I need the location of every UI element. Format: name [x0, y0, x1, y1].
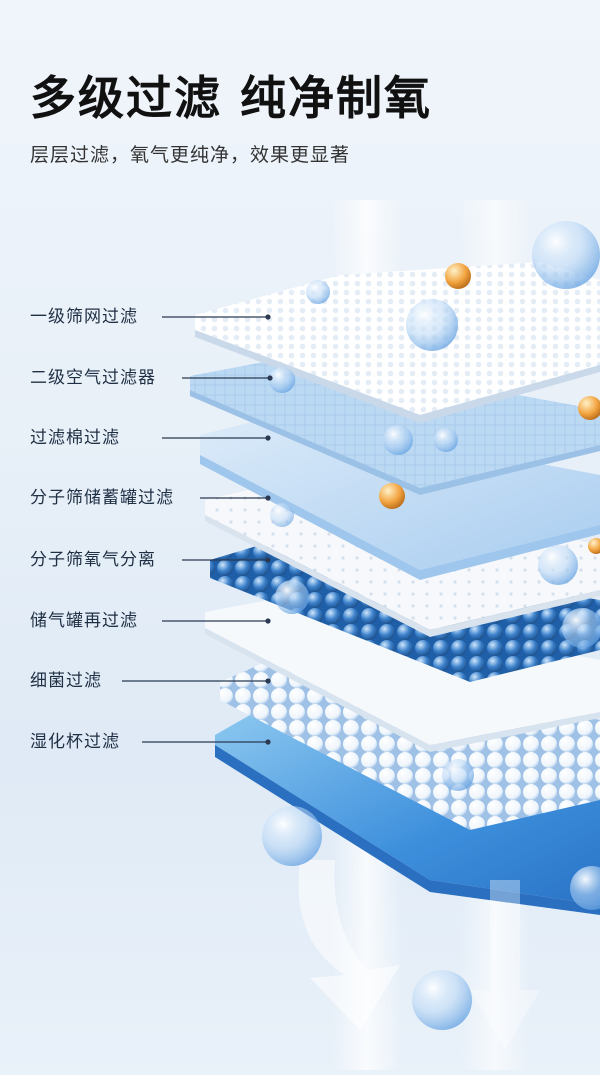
oxygen-bubble	[269, 367, 295, 393]
layer-label-air-filter: 二级空气过滤器	[30, 368, 156, 388]
layer-label-sieve-separation: 分子筛氧气分离	[30, 550, 156, 570]
page-title: 多级过滤 纯净制氧	[30, 71, 433, 125]
layer-primary-screen	[195, 262, 600, 423]
oxygen-bubble	[262, 806, 322, 866]
layer-label-humidifier: 湿化杯过滤	[30, 732, 120, 752]
oxygen-bubble	[306, 280, 330, 304]
leader-dot	[267, 375, 273, 381]
impurity-particle	[578, 396, 600, 420]
oxygen-bubble	[412, 970, 472, 1030]
oxygen-bubble	[383, 425, 413, 455]
oxygen-bubble	[442, 759, 474, 791]
layer-label-primary-screen: 一级筛网过滤	[30, 307, 138, 327]
layer-bacteria-filter	[220, 660, 600, 830]
leader-dot	[265, 678, 271, 684]
leader-dots	[265, 314, 273, 745]
oxygen-bubble	[275, 580, 309, 614]
page-subtitle: 层层过滤，氧气更纯净，效果更显著	[30, 144, 351, 166]
impurity-particle	[445, 263, 471, 289]
oxygen-bubble	[270, 503, 294, 527]
leader-dot	[265, 495, 271, 501]
oxygen-bubble	[570, 866, 600, 910]
layer-label-tank-filter: 储气罐再过滤	[30, 611, 138, 631]
leader-dot	[265, 739, 271, 745]
oxygen-bubble	[434, 428, 458, 452]
airflow-arrow	[298, 860, 400, 1030]
layer-label-cotton-filter: 过滤棉过滤	[30, 428, 120, 448]
impurity-particle	[588, 538, 600, 554]
oxygen-bubble	[562, 608, 600, 648]
impurity-particle	[379, 483, 405, 509]
layer-air-filter	[190, 355, 600, 495]
leader-lines	[122, 316, 270, 743]
oxygen-bubble	[532, 221, 600, 289]
layer-label-bacteria-filter: 细菌过滤	[30, 671, 102, 691]
leader-dot	[265, 618, 271, 624]
leader-dot	[265, 314, 271, 320]
leader-dot	[265, 557, 271, 563]
layer-tank-filter	[205, 598, 600, 752]
oxygen-bubble	[406, 299, 458, 351]
airflow-arrow	[470, 880, 540, 1050]
oxygen-bubble	[538, 545, 578, 585]
layer-label-sieve-tank: 分子筛储蓄罐过滤	[30, 488, 174, 508]
leader-dot	[265, 435, 271, 441]
